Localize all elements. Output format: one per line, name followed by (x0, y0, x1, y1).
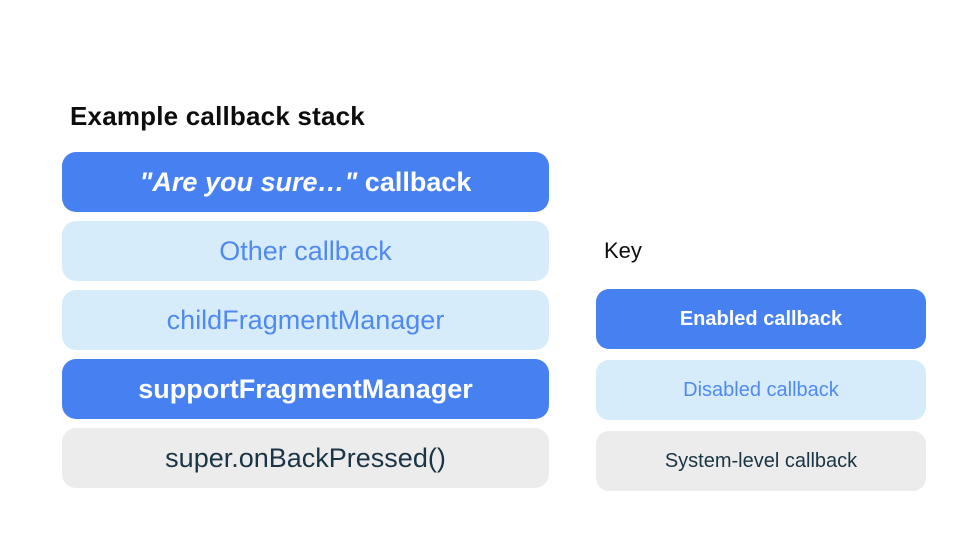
callback-stack: "Are you sure…" callback Other callback … (62, 152, 549, 488)
stack-item-label: childFragmentManager (166, 304, 445, 335)
legend-item-label: Disabled callback (683, 378, 839, 401)
plain-text: callback (357, 166, 472, 197)
legend-item-label: System-level callback (664, 449, 858, 472)
legend-item-system-level-callback: System-level callback (596, 431, 926, 491)
stack-item-super-on-back-pressed: super.onBackPressed() (62, 428, 549, 488)
legend-item-enabled-callback: Enabled callback (596, 289, 926, 349)
legend-item-label: Enabled callback (679, 307, 843, 330)
stack-item-other-callback: Other callback (62, 221, 549, 281)
stack-title: Example callback stack (70, 101, 365, 131)
legend: Key Enabled callback Disabled callback S… (596, 238, 926, 491)
legend-item-disabled-callback: Disabled callback (596, 360, 926, 420)
stack-item-support-fragment-manager: supportFragmentManager (62, 359, 549, 419)
quoted-text: "Are you sure…" (139, 166, 358, 197)
legend-title: Key (604, 238, 642, 263)
stack-item-label: Other callback (219, 235, 392, 266)
stack-item-label: "Are you sure…" callback (140, 167, 472, 198)
stack-item-child-fragment-manager: childFragmentManager (62, 290, 549, 350)
stack-item-label: super.onBackPressed() (165, 442, 446, 473)
stack-item-label: supportFragmentManager (138, 373, 473, 404)
stack-item-are-you-sure-callback: "Are you sure…" callback (62, 152, 549, 212)
